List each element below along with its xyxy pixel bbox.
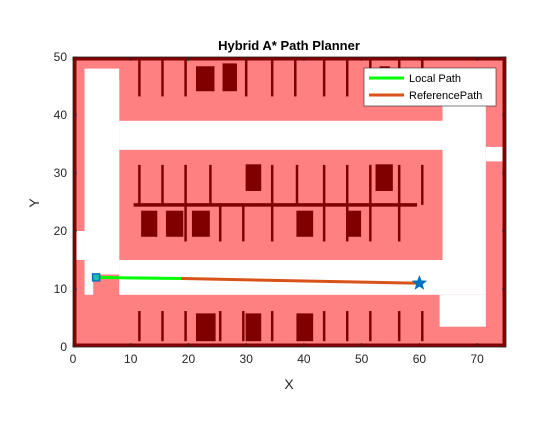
x-tick-label: 20 — [182, 352, 196, 366]
x-tick-label: 70 — [470, 352, 484, 366]
obstacle — [141, 210, 158, 237]
y-tick-label: 40 — [54, 108, 68, 122]
start-marker — [91, 273, 101, 282]
free-corridor — [93, 80, 120, 295]
obstacle — [191, 210, 210, 237]
obstacle — [165, 210, 184, 237]
legend-label-reference-path: ReferencePath — [409, 90, 482, 102]
x-tick-label: 50 — [355, 352, 369, 366]
series-reference-path — [181, 277, 421, 285]
x-axis-label: X — [284, 376, 294, 392]
x-tick-label: 30 — [240, 352, 254, 366]
obstacle — [245, 313, 262, 342]
y-tick-label: 50 — [54, 50, 68, 64]
x-tick-label: 40 — [297, 352, 311, 366]
free-corridor — [485, 146, 506, 162]
inflated-region — [119, 294, 443, 347]
series-local-path — [94, 275, 185, 281]
obstacle — [73, 57, 77, 347]
inflated-region — [93, 274, 120, 327]
obstacle — [296, 313, 314, 342]
y-tick-label: 0 — [60, 340, 67, 354]
series-layer — [94, 275, 421, 285]
chart-title: Hybrid A* Path Planner — [218, 38, 360, 53]
legend-label-local-path: Local Path — [409, 73, 461, 85]
marker-layer — [91, 273, 428, 290]
obstacle — [245, 164, 262, 191]
y-tick-label: 30 — [54, 166, 68, 180]
y-tick-label: 10 — [54, 282, 68, 296]
obstacle — [296, 210, 314, 237]
obstacle — [73, 57, 506, 61]
legend: Local Path ReferencePath — [363, 67, 497, 107]
obstacle — [502, 57, 506, 347]
free-corridor — [73, 231, 85, 260]
legend-box — [363, 67, 497, 107]
obstacle — [195, 313, 216, 342]
goal-marker — [411, 275, 428, 290]
obstacle — [133, 203, 418, 207]
obstacle — [346, 210, 362, 237]
x-tick-label: 10 — [124, 352, 138, 366]
axes-frame — [72, 56, 507, 348]
obstacle — [195, 66, 215, 92]
y-tick-label: 20 — [54, 224, 68, 238]
ticks-layer: 0 10 20 30 40 50 60 70 0 10 20 30 40 50 — [54, 50, 506, 366]
free-corridor — [119, 120, 443, 150]
x-tick-label: 60 — [413, 352, 427, 366]
obstacle — [73, 343, 506, 347]
x-tick-label: 0 — [70, 352, 77, 366]
y-axis-label: Y — [26, 198, 42, 208]
obstacle — [222, 63, 237, 92]
free-corridor — [439, 294, 486, 327]
obstacle — [375, 164, 393, 191]
